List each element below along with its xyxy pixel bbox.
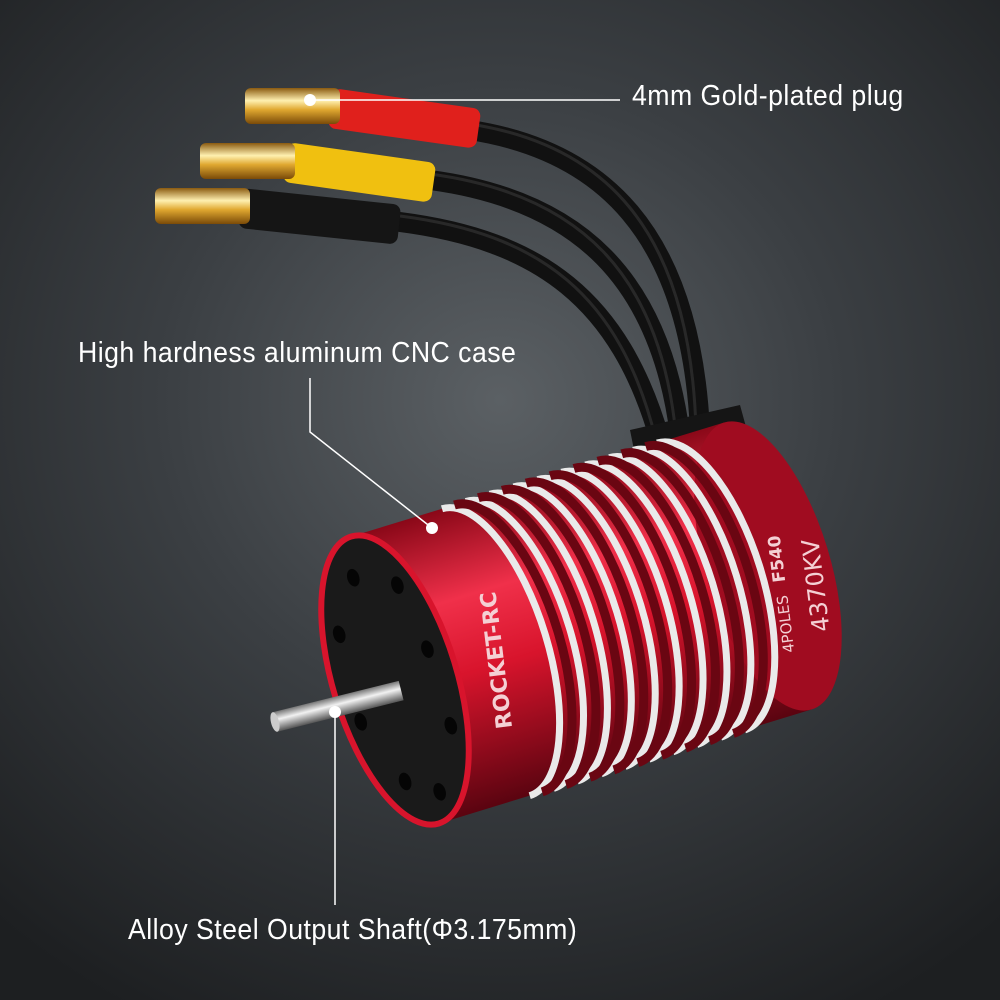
callout-lines (309, 99, 620, 905)
bullet-plug-yellow (200, 143, 436, 202)
motor-wires (390, 120, 710, 450)
callout-dot-case (426, 522, 438, 534)
callout-plug: 4mm Gold-plated plug (632, 80, 904, 112)
bullet-plug-black (155, 188, 401, 244)
callout-case: High hardness aluminum CNC case (78, 337, 517, 369)
callout-shaft: Alloy Steel Output Shaft(Φ3.175mm) (128, 914, 578, 946)
mounting-holes (332, 568, 458, 801)
callout-dot-plug (304, 94, 316, 106)
output-shaft (270, 680, 404, 732)
motor-body: ROCKET-RC 4POLES F540 4370KV (318, 421, 842, 828)
cooling-fins (440, 438, 779, 800)
bullet-plug-red (245, 88, 481, 148)
callout-dot-shaft (329, 706, 341, 718)
